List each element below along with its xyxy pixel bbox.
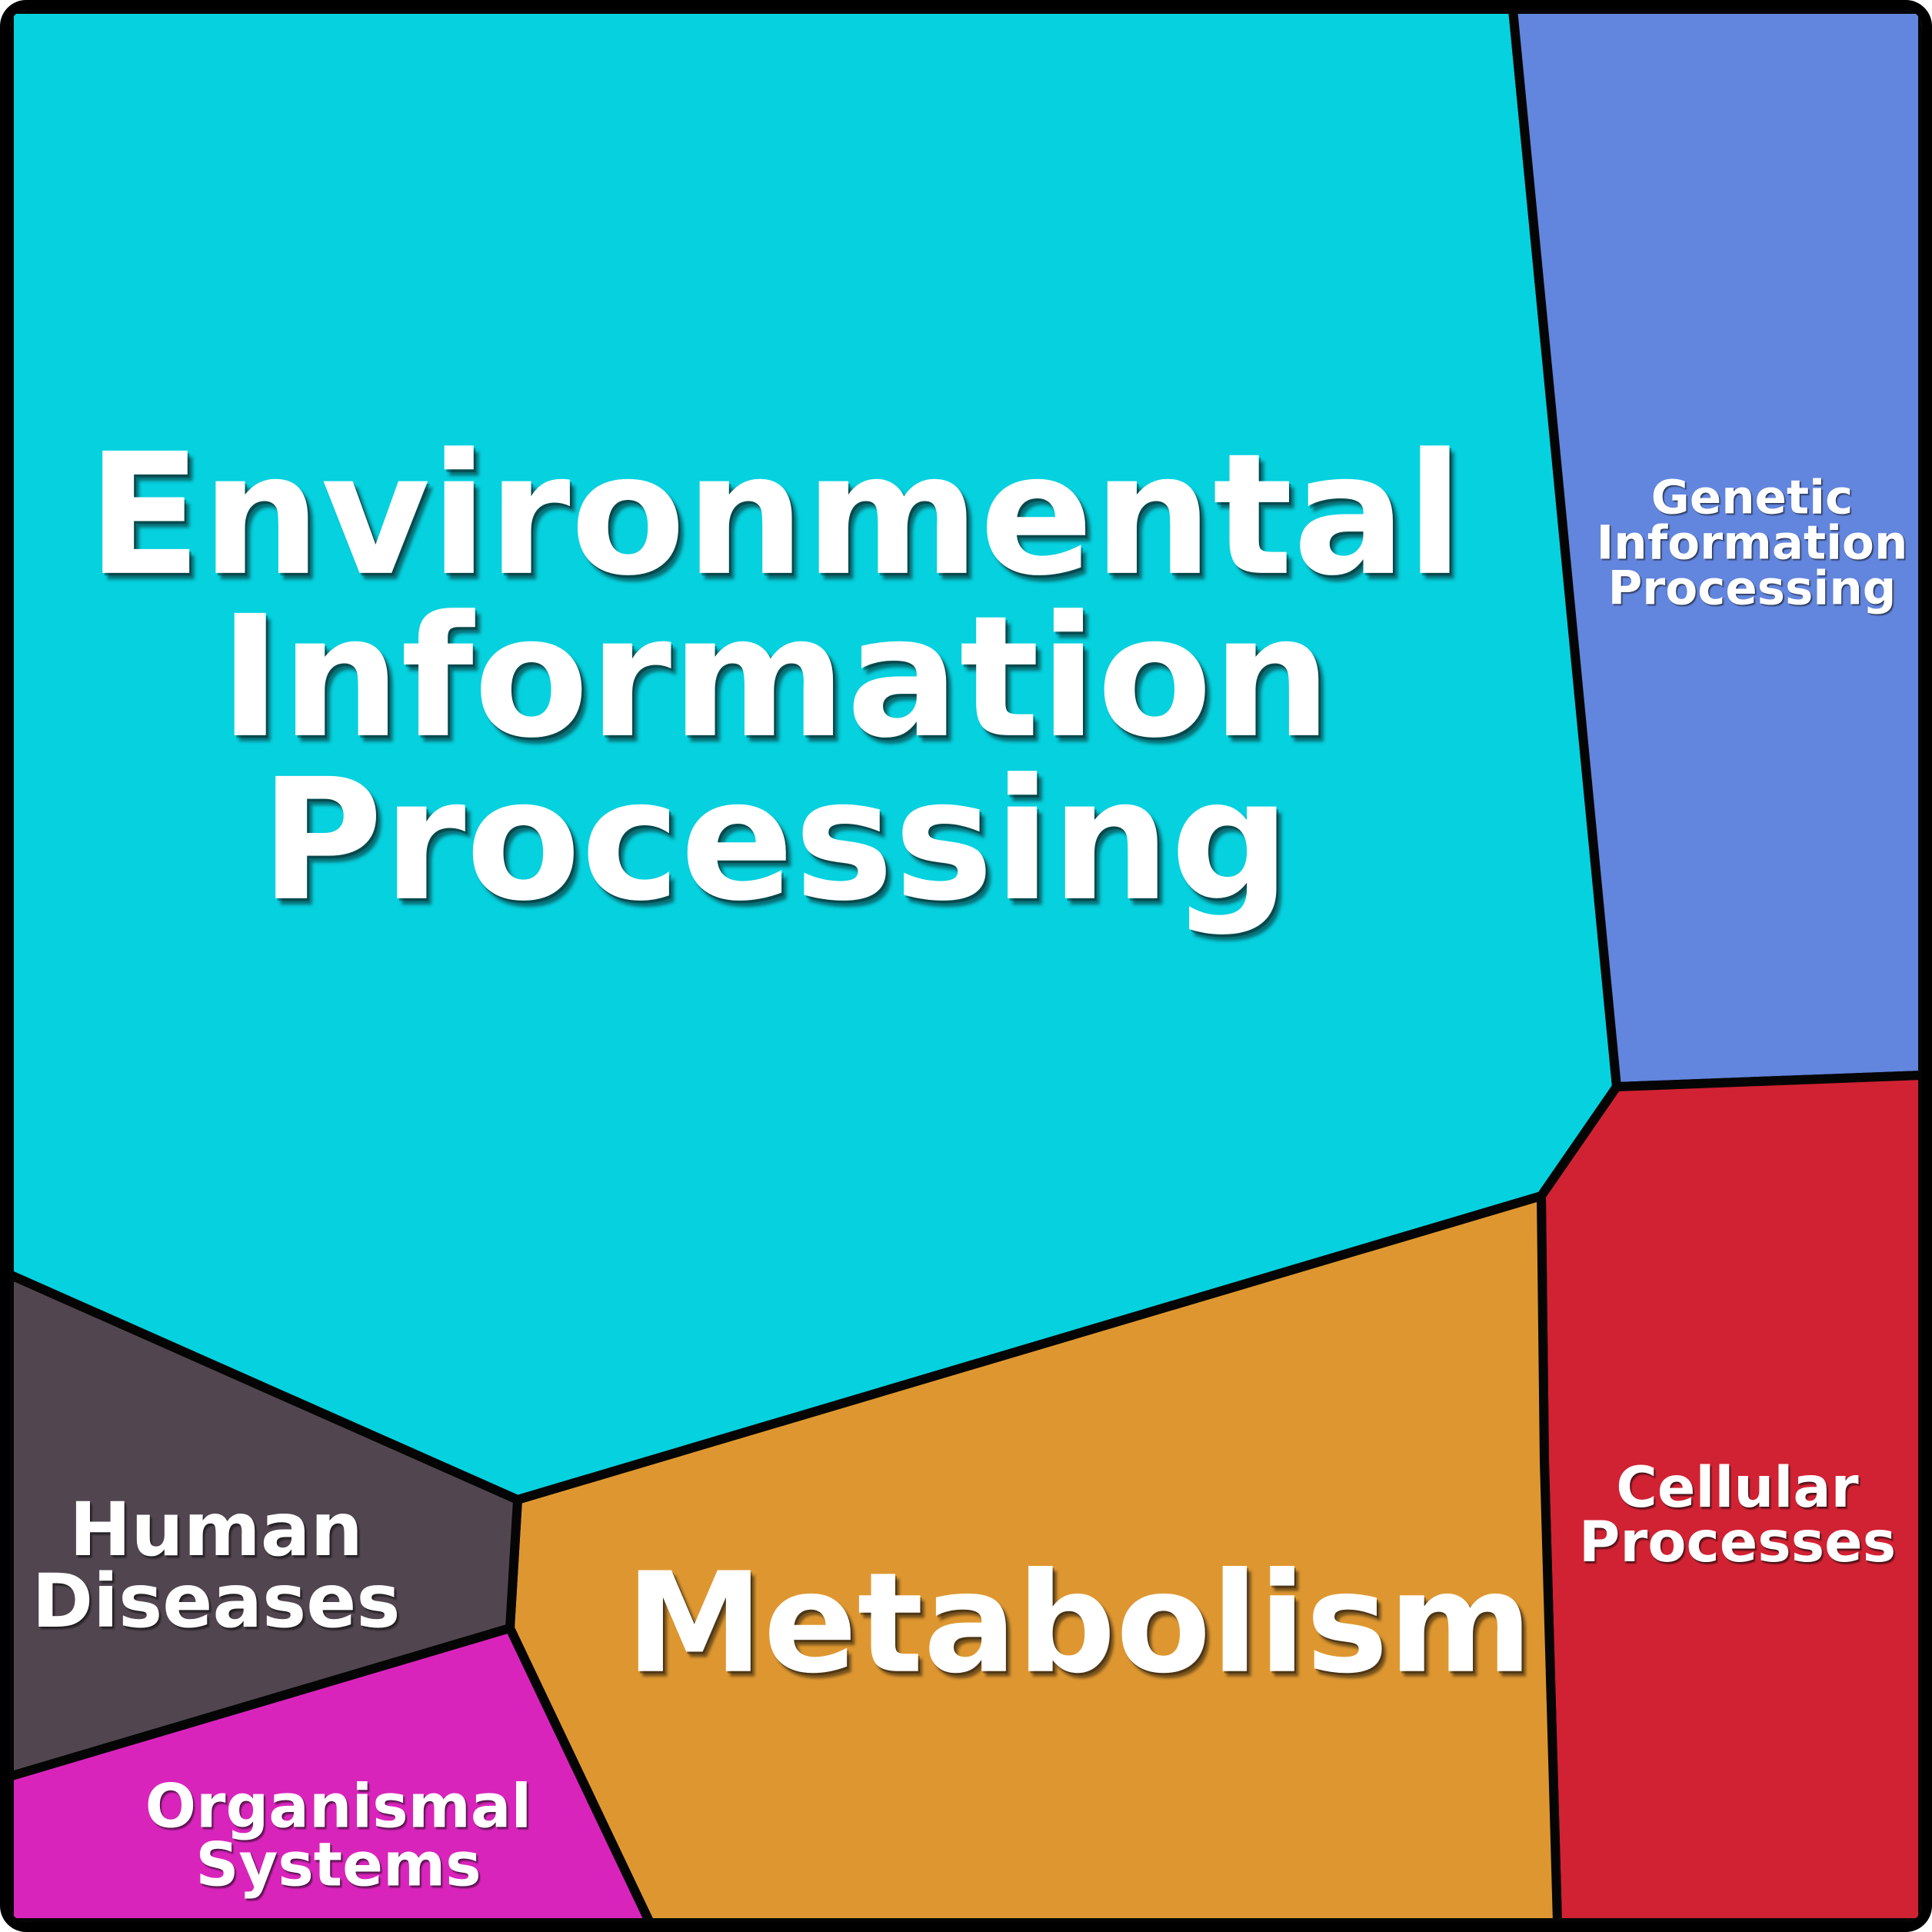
region-organismal-systems[interactable] [9,1624,655,1923]
region-cellular-processes[interactable] [1537,1071,1923,1923]
